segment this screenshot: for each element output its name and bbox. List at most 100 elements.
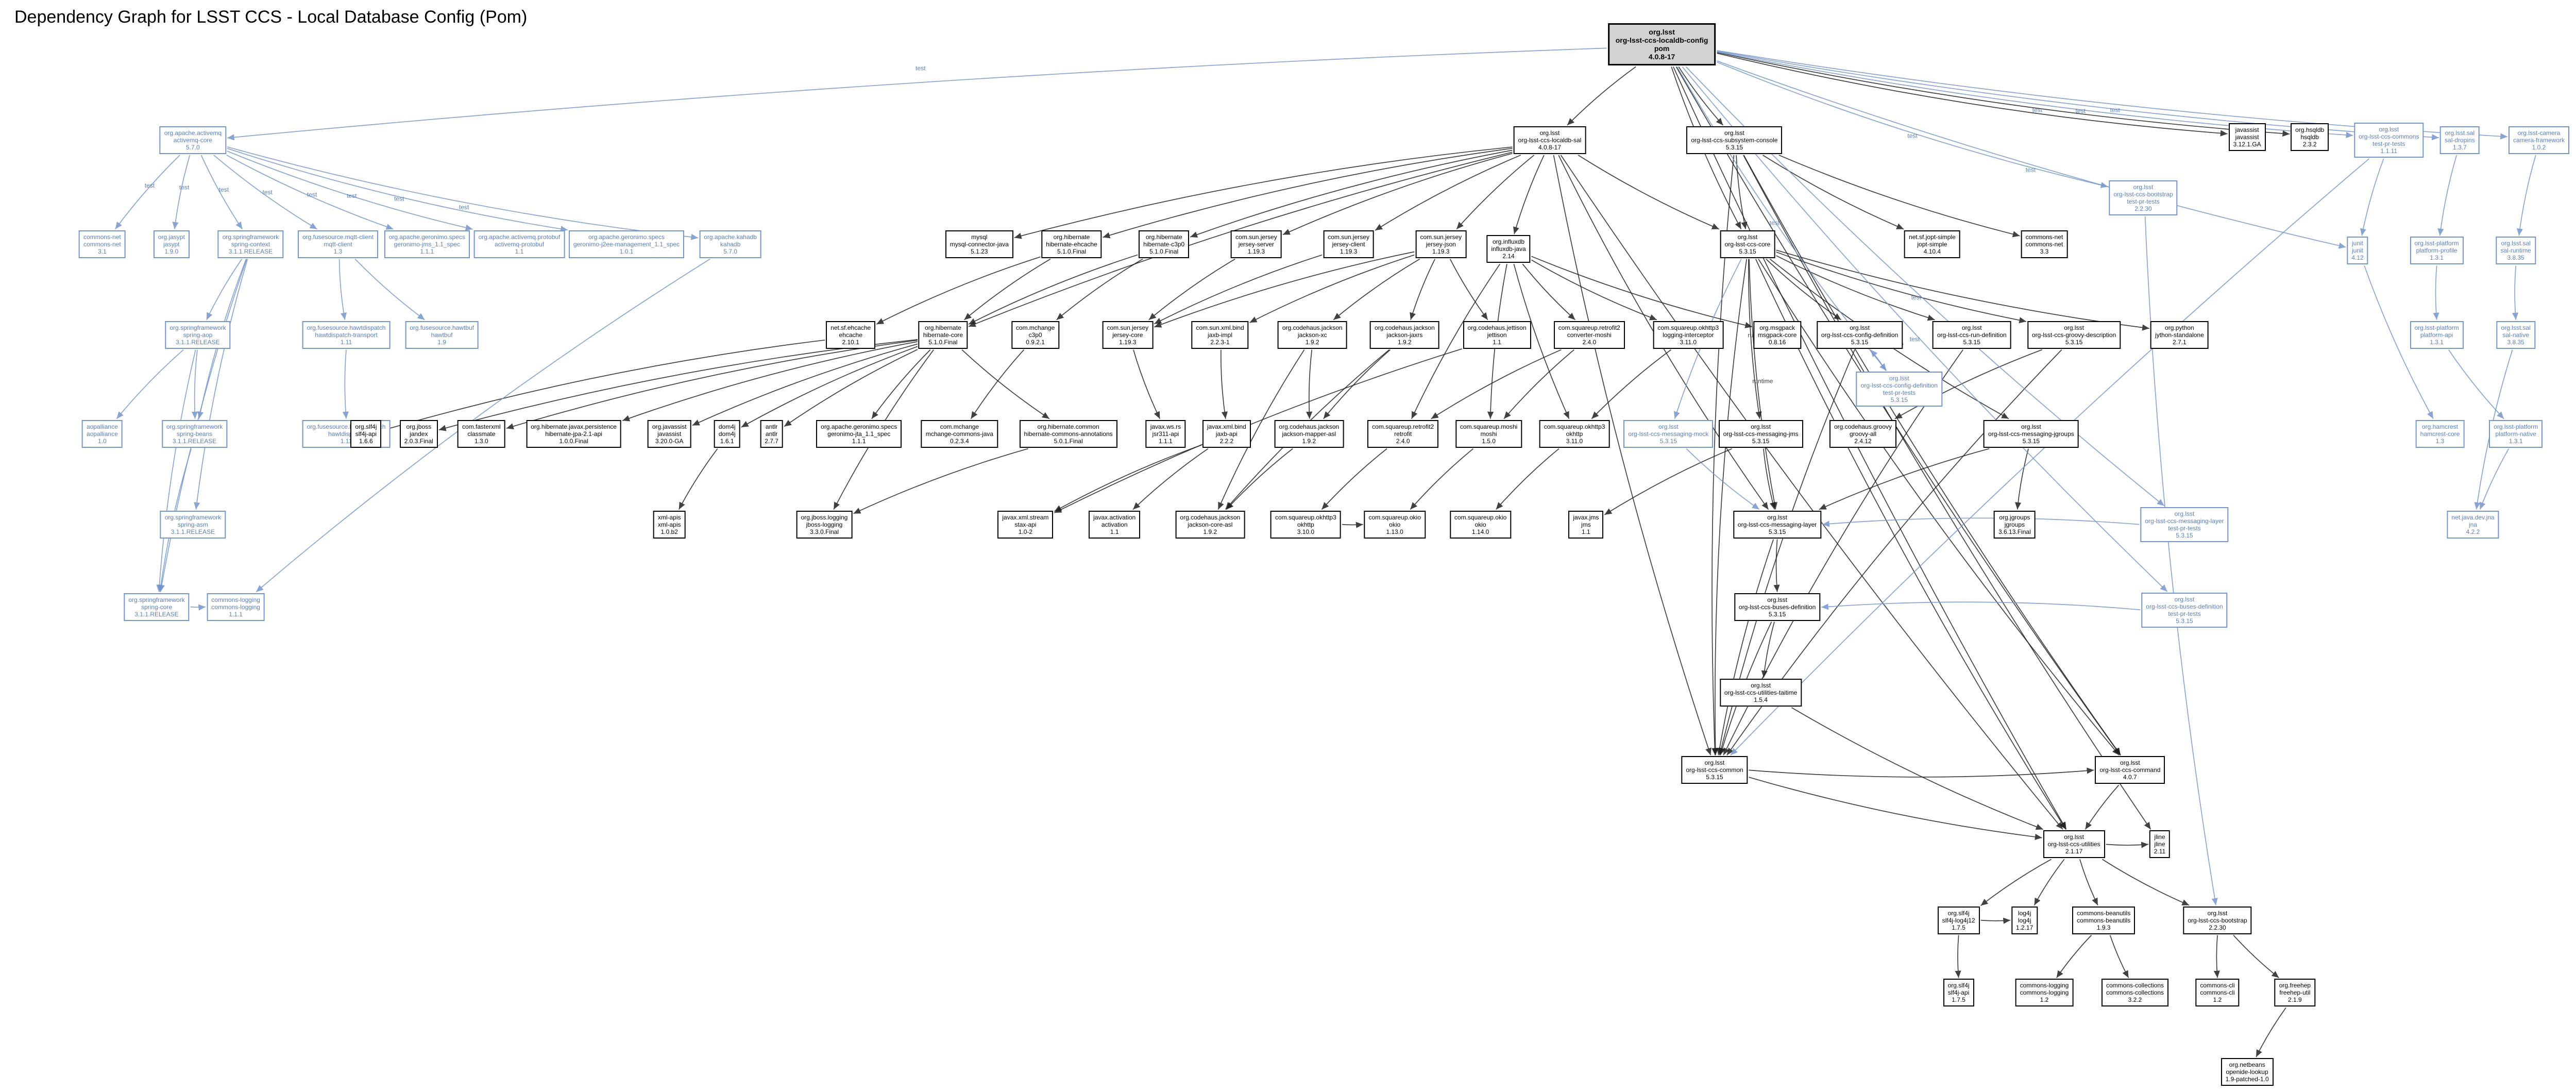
dependency-edge — [1717, 61, 2108, 189]
node-label-line: org-lsst-ccs-run-definition — [1937, 331, 2007, 339]
dependency-edge — [1522, 263, 1576, 321]
node-label-line: org-lsst-ccs-messaging-mock — [1628, 430, 1709, 438]
dependency-edge — [213, 155, 317, 230]
node-label-line: 3.1.1.RELEASE — [176, 338, 220, 346]
node-label-line: spring-context — [231, 240, 270, 248]
dependency-edge — [338, 259, 347, 320]
dependency-edge — [622, 341, 918, 422]
dependency-edge — [1553, 155, 1711, 756]
dependency-edge — [1531, 256, 1753, 328]
edge-scope-label: test — [916, 65, 926, 72]
node-label-line: 2.2.2 — [1219, 437, 1234, 445]
node-label-line: hsqldb — [2300, 133, 2319, 141]
node-label-line: 1.13.0 — [1386, 528, 1403, 535]
edge-scope-label: test — [394, 195, 404, 203]
node-label-line: xml-apis — [657, 521, 681, 528]
node-label-line: commons-cli — [2200, 982, 2235, 989]
node-label-line: 1.0-2 — [1018, 528, 1033, 535]
dependency-edge — [1980, 859, 2052, 906]
dependency-edge — [961, 349, 1050, 419]
node-label-line: 1.7.5 — [1952, 996, 1965, 1004]
node-label-line: org.lsst — [1737, 233, 1758, 241]
dependency-edge — [678, 448, 718, 510]
node-label-line: slf4j-log4j12 — [1942, 916, 1975, 924]
node-label-line: ehcache — [839, 331, 862, 339]
node-label-line: com.squareup.okio — [1454, 513, 1507, 521]
node-label-line: retrofit — [1394, 430, 1412, 438]
node-label-line: activemq-core — [173, 137, 213, 144]
node-label-line: org.springframework — [164, 513, 222, 521]
node-label-line: org-lsst-ccs-utilities-taitime — [1724, 689, 1798, 696]
dependency-edge — [1980, 917, 2011, 924]
node-label-line: org.freehep — [2279, 982, 2311, 989]
node-label-line: com.sun.jersey — [1328, 233, 1369, 241]
node-label-line: c3p0 — [1028, 331, 1042, 339]
node-label-line: org.lsst-platform — [2494, 423, 2538, 430]
node-label-line: 1.1.1 — [420, 247, 434, 255]
dependency-edge — [2014, 448, 2029, 510]
dependency-edge — [970, 349, 1025, 419]
dependency-edge — [1217, 349, 1305, 510]
node-label-line: 2.7.1 — [2173, 338, 2187, 346]
node-label-line: org.codehaus.groovy — [1834, 423, 1892, 430]
dependency-edge — [2213, 935, 2221, 978]
node-label-line: com.squareup.retrofit2 — [1372, 423, 1434, 430]
node-label-line: jersey-client — [1332, 240, 1365, 248]
dependency-edge — [968, 254, 1138, 325]
node-label-line: org.lsst — [1658, 423, 1679, 430]
dependency-edge — [1449, 259, 1488, 321]
node-label-line: 1.9-patched-1.0 — [2225, 1076, 2269, 1083]
node-label-line: org.lsst.sal — [2501, 240, 2531, 247]
node-label-line: platform-api — [2420, 331, 2453, 339]
node-label-line: okio — [1389, 521, 1401, 528]
dependency-edge — [1410, 448, 1474, 510]
node-label-line: commons-net — [2025, 240, 2063, 248]
node-label-line: hibernate-jpa-2.1-api — [545, 430, 602, 438]
node-label-line: jna — [2468, 521, 2478, 528]
node-label-line: xml-apis — [657, 513, 681, 521]
node-label-line: 1.0.0.Final — [559, 437, 588, 445]
node-label-line: commons-net — [83, 233, 121, 241]
node-label-line: 4.10.4 — [1923, 247, 1941, 255]
node-label-line: 1.9 — [437, 338, 446, 346]
node-label-line: 5.1.0.Final — [1149, 247, 1179, 255]
node-label-line: 3.1 — [98, 247, 107, 255]
edge-scope-label: test — [459, 204, 469, 211]
node-label-line: jandex — [410, 430, 428, 438]
dependency-edge — [1743, 155, 2121, 756]
node-label-line: org.lsst — [2133, 183, 2154, 191]
node-label-line: 1.1 — [1493, 338, 1501, 346]
node-label-line: org.codehaus.jackson — [1279, 423, 1340, 430]
node-label-line: geronimo-jta_1.1_spec — [827, 430, 891, 438]
node-label-line: org.lsst — [1751, 423, 1771, 430]
node-label-line: geronimo-jms_1.1_spec — [394, 240, 460, 248]
dependency-edge — [1716, 539, 1774, 756]
dependency-edge — [1717, 60, 2346, 249]
node-label-line: okio — [1475, 521, 1486, 528]
node-label-line: org.lsst — [2064, 324, 2084, 331]
node-label-line: javassist — [2235, 126, 2259, 133]
node-label-line: kahadb — [720, 240, 741, 248]
dependency-edge — [1513, 263, 1570, 419]
